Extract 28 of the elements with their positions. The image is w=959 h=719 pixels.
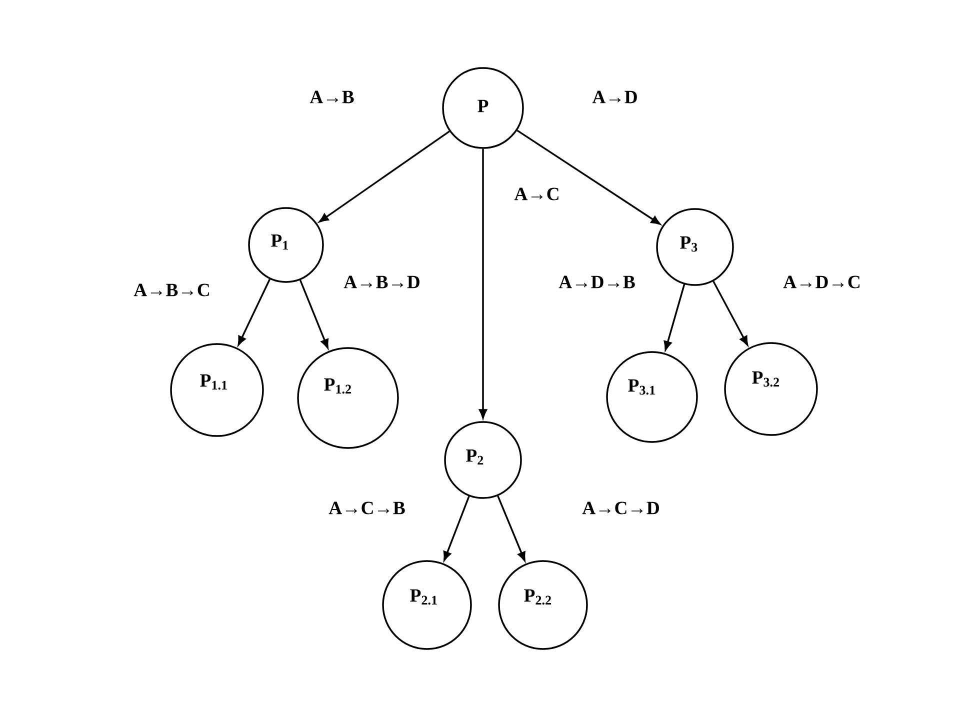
circle-node: P$_{1}$ [248,207,324,283]
edge-label: A→B [308,89,356,105]
circle-node: P$_{3.2}$ [724,342,818,436]
arrow [712,280,748,346]
edge-label: A→C→D [580,500,662,516]
edge-label: A→C [512,186,562,202]
arrow [299,280,328,349]
circle-node: P$_{3}$ [656,208,734,286]
arrow [479,148,487,419]
edge-label: A→B→D [342,274,422,290]
arrow [664,284,686,350]
arrow [319,130,450,222]
arrow [238,278,271,346]
edge-label: A→B→C [132,282,212,298]
edge-label: A→D [590,90,640,105]
circle-node: P$_{2.1}$ [382,560,472,650]
arrow [497,496,526,562]
edge-label: A→D→B [557,274,637,290]
circle-node: P$_{1.1}$ [170,343,264,437]
circle-node: P [442,67,524,149]
circle-node: P$_{1.2}$ [297,347,399,449]
circle-node: P$_{3.1}$ [606,351,698,443]
edge-label: A→D→C [782,274,862,290]
arrow [443,496,470,561]
arrow [516,130,660,225]
circle-node: P$_{2}$ [444,421,522,499]
edge-label: A→C→B [327,500,407,516]
circle-node: P$_{2.2}$ [498,560,588,650]
